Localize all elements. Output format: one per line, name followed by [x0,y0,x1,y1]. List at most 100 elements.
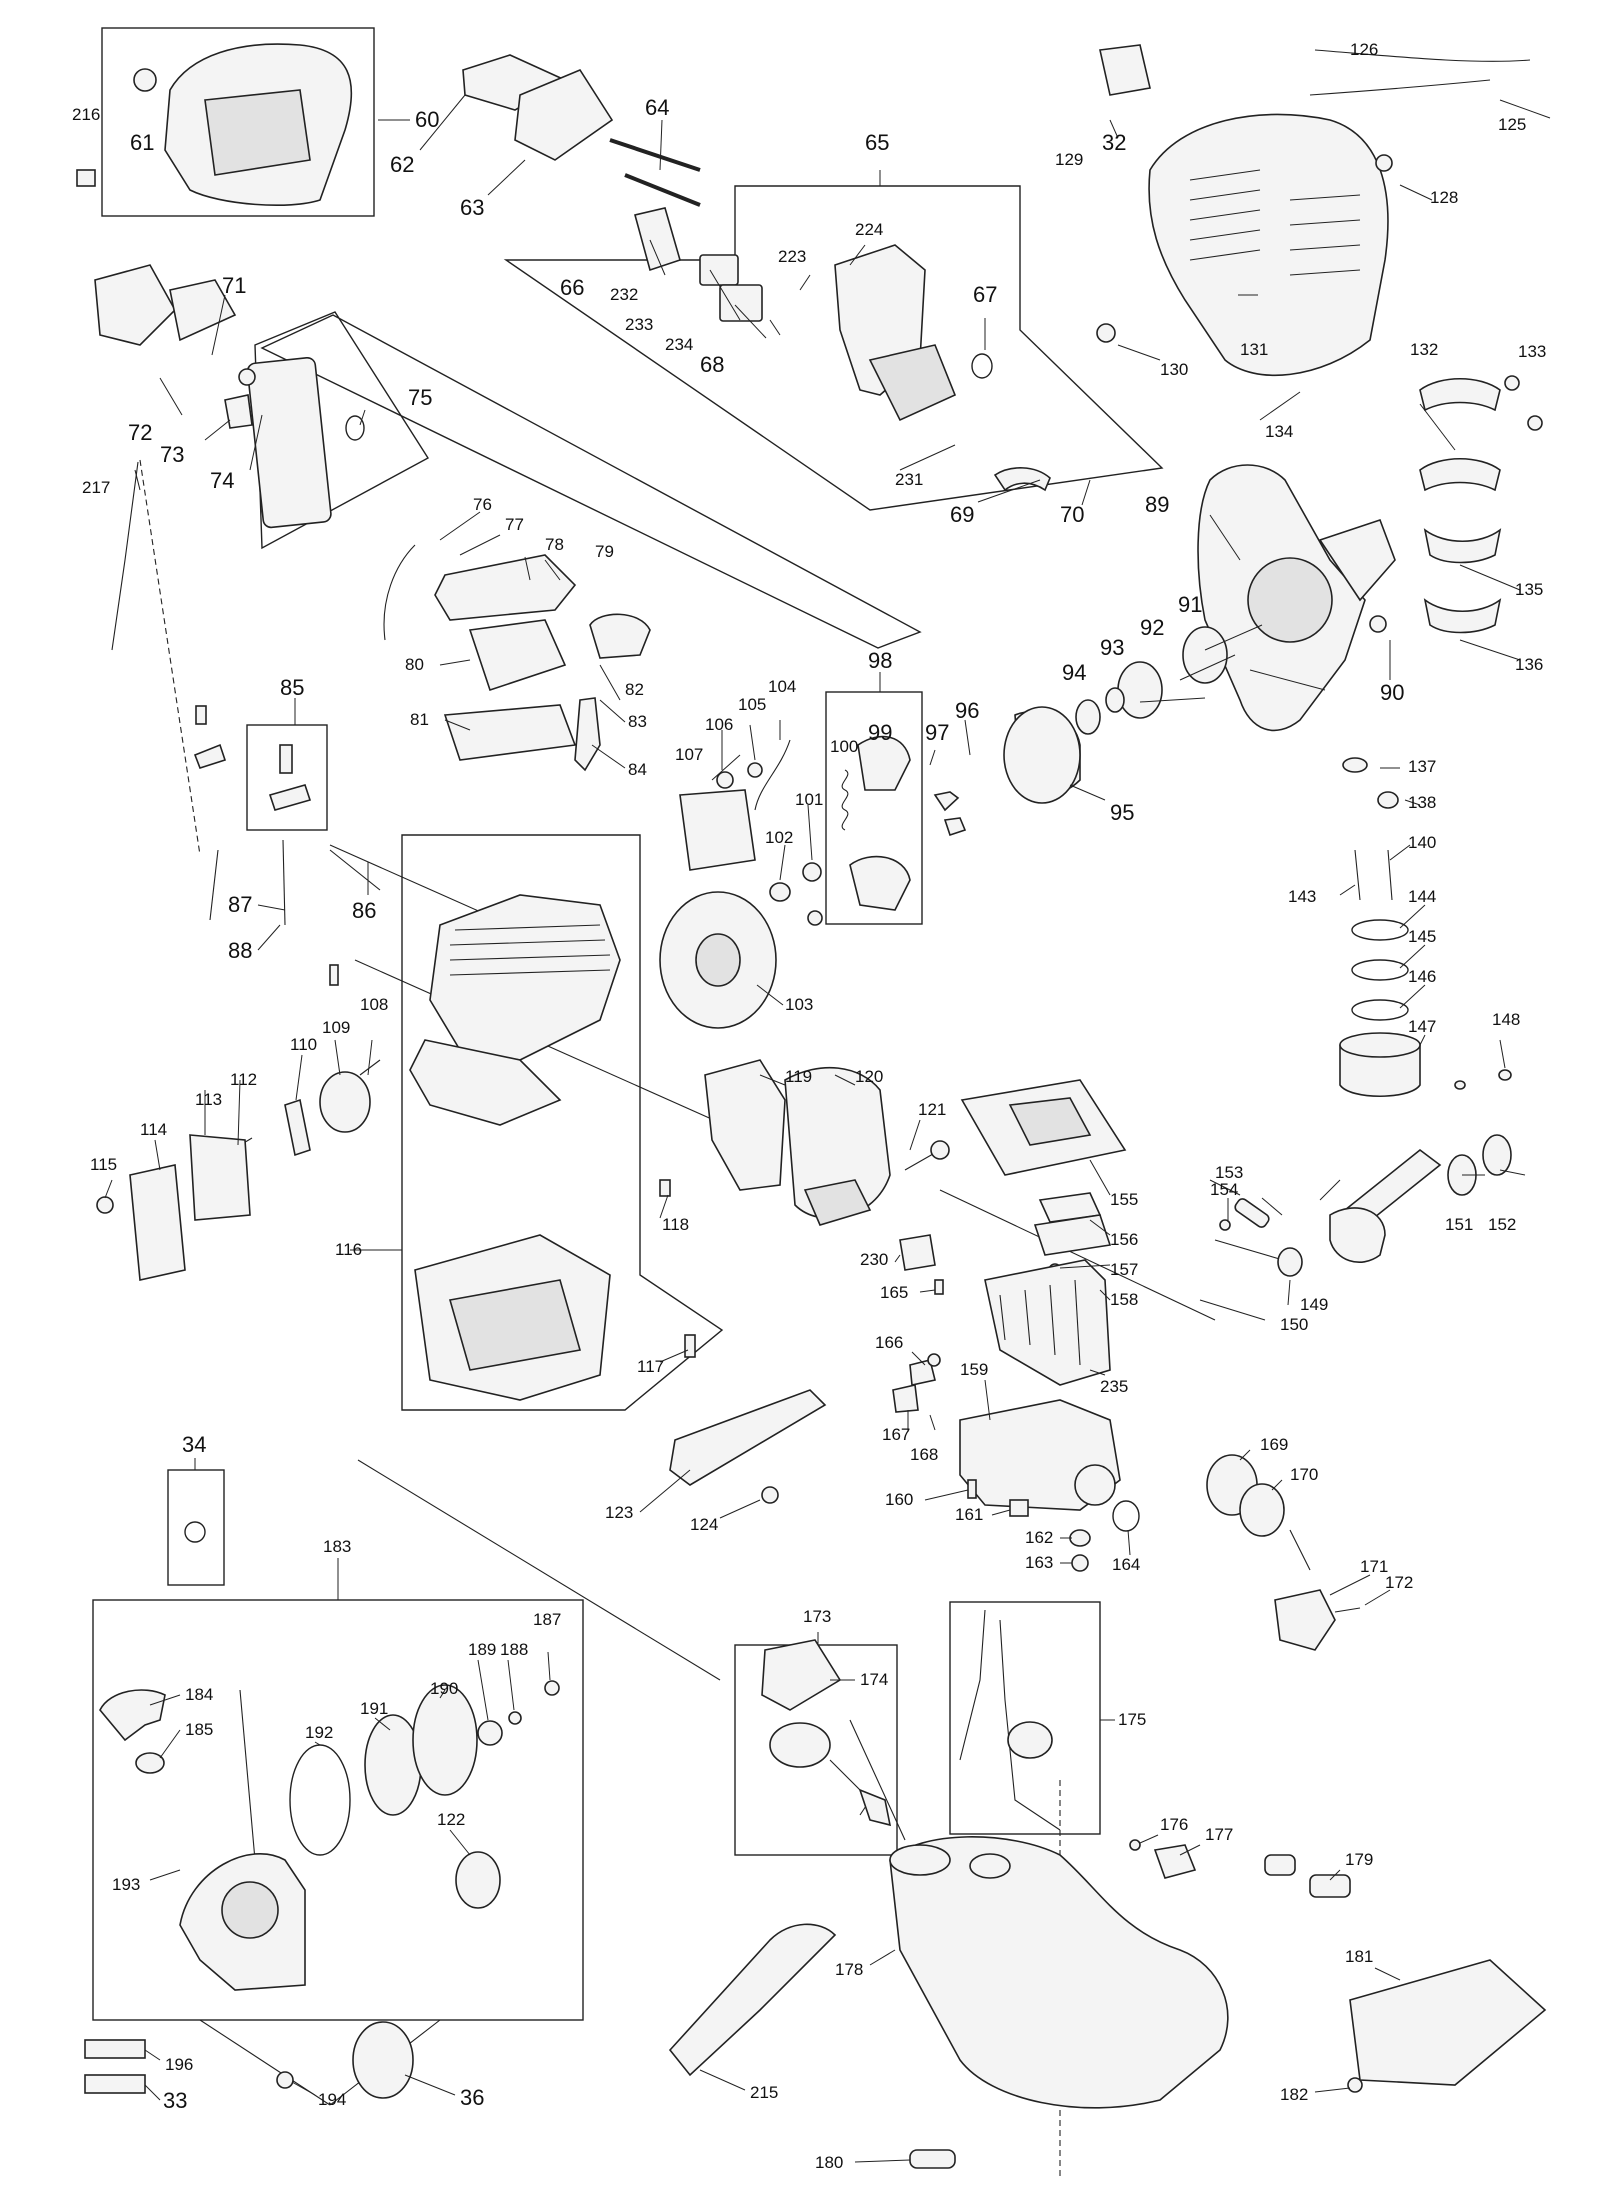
part-62-63-air-filter [462,54,614,161]
label-231: 231 [895,470,923,489]
label-70: 70 [1060,502,1084,527]
label-165: 165 [880,1283,908,1302]
label-75: 75 [408,385,432,410]
label-161: 161 [955,1505,983,1524]
label-90: 90 [1380,680,1404,705]
part-173-174-fuel-cap [761,1639,892,1827]
group-box-34 [167,1469,225,1586]
label-68: 68 [700,352,724,377]
label-117: 117 [637,1357,664,1376]
label-233: 233 [625,315,653,334]
label-108: 108 [360,995,388,1014]
label-167: 167 [882,1425,910,1444]
label-176: 176 [1160,1815,1188,1834]
label-173: 173 [803,1607,831,1626]
label-94: 94 [1062,660,1086,685]
label-100: 100 [830,737,858,756]
part-34-label-hole [184,1521,206,1543]
label-89: 89 [1145,492,1169,517]
label-147: 147 [1408,1017,1436,1036]
label-158: 158 [1110,1290,1138,1309]
label-156: 156 [1110,1230,1138,1249]
label-80: 80 [405,655,424,674]
label-154: 154 [1210,1180,1238,1199]
label-134: 134 [1265,422,1293,441]
label-126: 126 [1350,40,1378,59]
part-235-heat-shield [984,1259,1111,1386]
label-193: 193 [112,1875,140,1894]
label-135: 135 [1515,580,1543,599]
part-179-grommet [1309,1874,1351,1898]
label-172: 172 [1385,1573,1413,1592]
label-163: 163 [1025,1553,1053,1572]
label-159: 159 [960,1360,988,1379]
label-124: 124 [690,1515,718,1534]
label-235: 235 [1100,1377,1128,1396]
part-176-clip [1129,1839,1141,1851]
label-107: 107 [675,745,703,764]
label-149: 149 [1300,1295,1328,1314]
label-133: 133 [1518,342,1546,361]
label-166: 166 [875,1333,903,1352]
label-114: 114 [140,1120,167,1139]
part-196-label [84,2039,146,2059]
label-101: 101 [795,790,823,809]
label-178: 178 [835,1960,863,1979]
label-150: 150 [1280,1315,1308,1334]
part-159-168-crankcase-cover [892,1279,1140,1572]
label-216: 216 [72,105,100,124]
leader-lines [104,94,1551,2163]
label-109: 109 [322,1018,350,1037]
label-223: 223 [778,247,806,266]
part-85-88-rocker [193,705,381,926]
label-153: 153 [1215,1163,1243,1182]
label-67: 67 [973,282,997,307]
label-86: 86 [352,898,376,923]
label-143: 143 [1288,887,1316,906]
label-104: 104 [768,677,796,696]
part-98-107-ignition [659,735,967,1029]
label-63: 63 [460,195,484,220]
group-box-85 [246,724,328,831]
label-118: 118 [662,1215,689,1234]
label-34: 34 [182,1432,206,1457]
part-33-label [84,2074,146,2094]
label-96: 96 [955,698,979,723]
label-174: 174 [860,1670,888,1689]
label-66: 66 [560,275,584,300]
part-169-172-fittings [1206,1454,1361,1651]
part-179-grommet-b [1264,1854,1296,1876]
part-180-grip [909,2149,956,2169]
label-87: 87 [228,892,252,917]
label-132: 132 [1410,340,1438,359]
label-93: 93 [1100,635,1124,660]
label-83: 83 [628,712,647,731]
label-33: 33 [163,2088,187,2113]
label-194: 194 [318,2090,346,2109]
label-84: 84 [628,760,647,779]
label-61: 61 [130,130,154,155]
group-box-175 [949,1601,1101,1835]
part-215-tool [668,1923,837,2077]
part-129-shroud [1096,44,1531,377]
label-73: 73 [160,442,184,467]
label-130: 130 [1160,360,1188,379]
label-99: 99 [868,720,892,745]
label-168: 168 [910,1445,938,1464]
label-110: 110 [290,1035,317,1054]
label-190: 190 [430,1679,458,1698]
label-79: 79 [595,542,614,561]
label-74: 74 [210,468,234,493]
label-175: 175 [1118,1710,1146,1729]
group-box-98 [825,691,923,925]
label-125: 125 [1498,115,1526,134]
label-179: 179 [1345,1850,1373,1869]
label-36: 36 [460,2085,484,2110]
label-148: 148 [1492,1010,1520,1029]
label-98: 98 [868,648,892,673]
label-230: 230 [860,1250,888,1269]
label-32: 32 [1102,130,1126,155]
label-120: 120 [855,1067,883,1086]
part-108-115-intake [96,1059,381,1281]
